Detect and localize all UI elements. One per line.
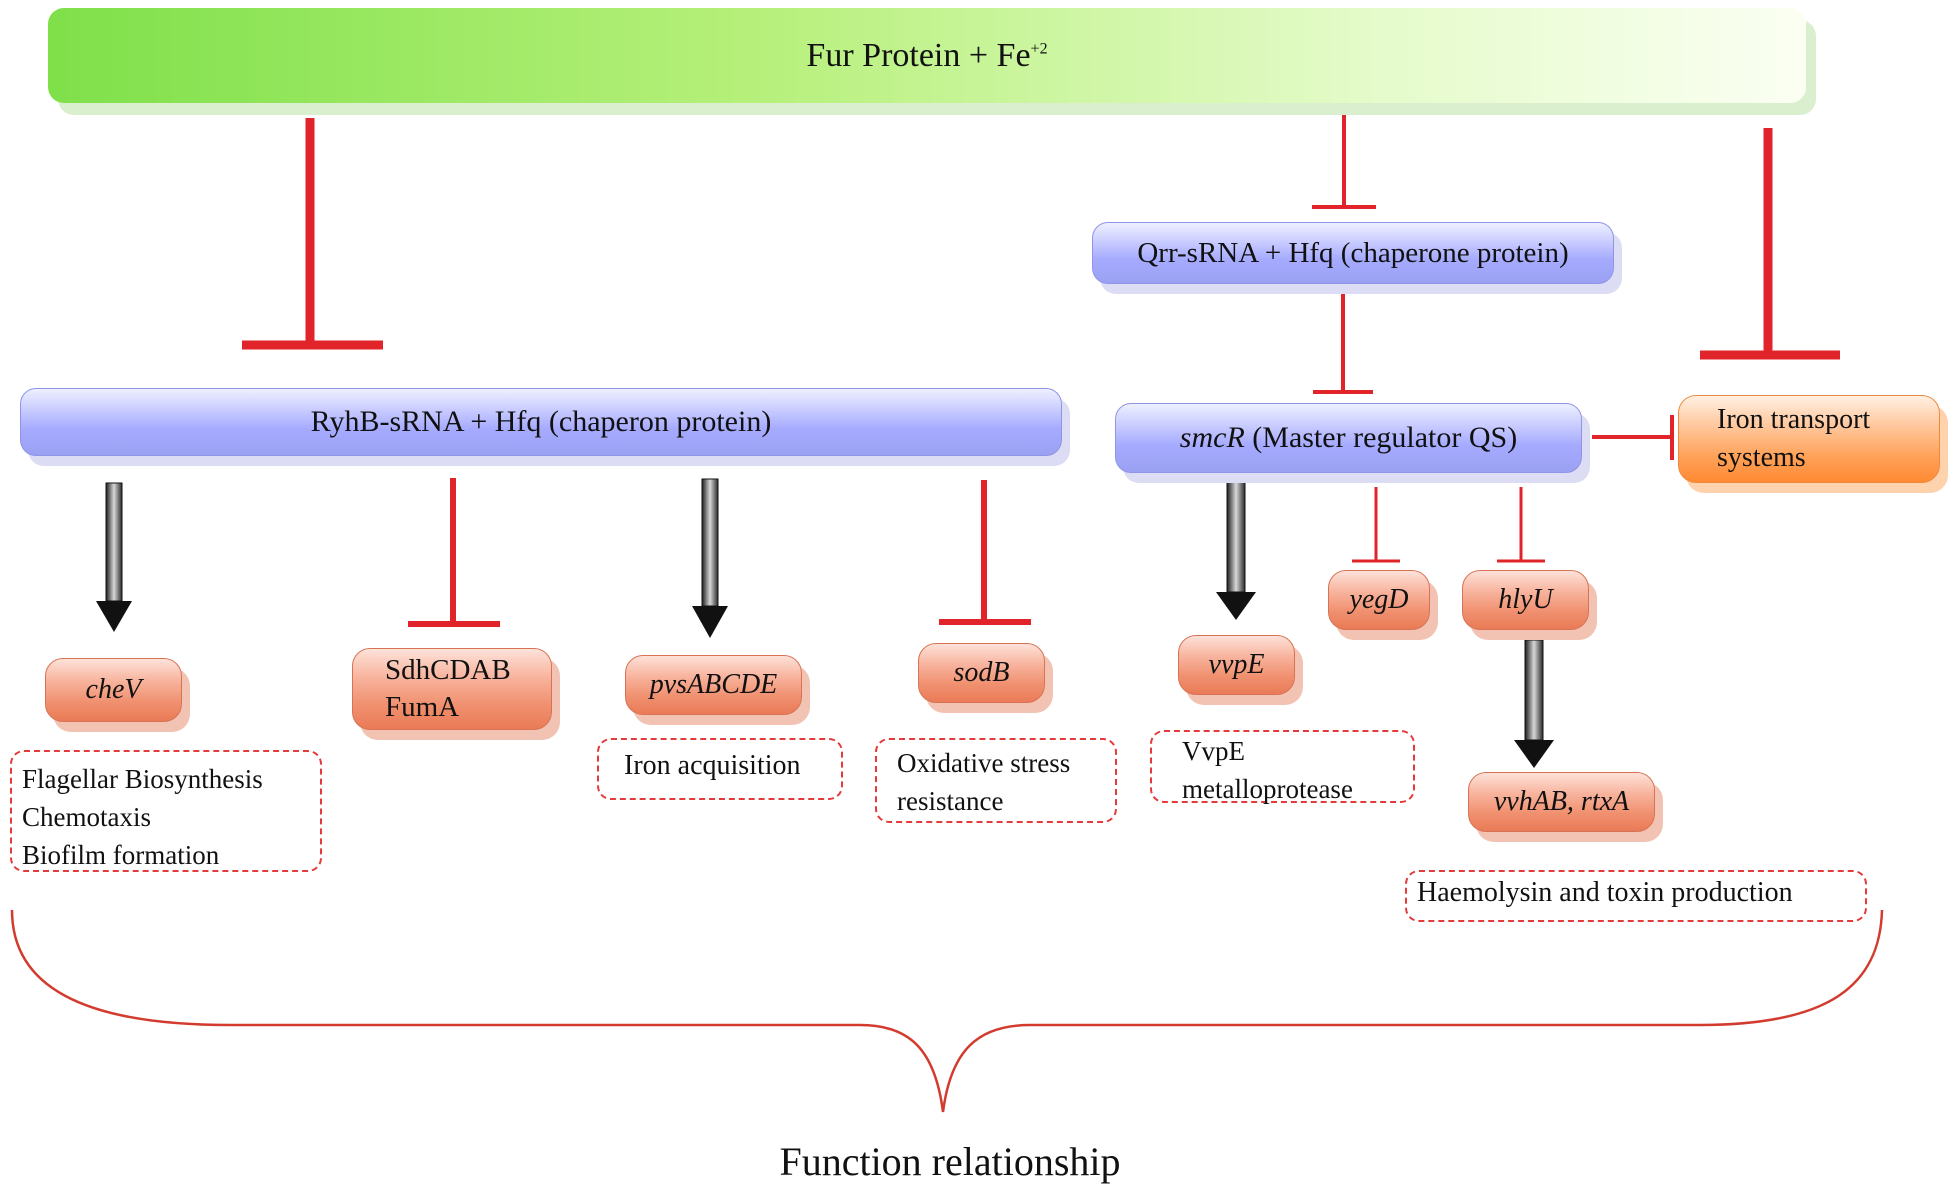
- inhibit-fur-iron-transport: [1700, 128, 1840, 360]
- qrr-srna-label: Qrr-sRNA + Hfq (chaperone protein): [1137, 236, 1569, 269]
- gene-chev: cheV: [45, 658, 182, 722]
- fur-protein-superscript: +2: [1030, 40, 1048, 58]
- function-brace: [10, 909, 1884, 1113]
- gene-sodb: sodB: [918, 643, 1045, 703]
- function-pvsabcde: Iron acquisition: [597, 738, 843, 800]
- gene-yegd: yegD: [1328, 570, 1430, 630]
- inhibit-fur-ryhb: [242, 118, 383, 350]
- gene-sdhcdab-fuma: SdhCDAB FumA: [352, 648, 552, 730]
- function-chev: Flagellar Biosynthesis Chemotaxis Biofil…: [10, 750, 322, 872]
- inhibit-smcr-hlyu: [1497, 487, 1545, 563]
- inhibit-smcr-iron-transport: [1592, 415, 1674, 460]
- function-vvpe-name: VvpE: [1182, 736, 1245, 766]
- function-metalloprotease: metalloprotease: [1182, 774, 1353, 804]
- gene-vvhab-rtxa: vvhAB, rtxA: [1468, 772, 1655, 832]
- function-oxidative-stress: Oxidative stress: [897, 748, 1071, 778]
- smcr-label: (Master regulator QS): [1244, 421, 1518, 454]
- gene-chev-label: cheV: [85, 674, 142, 705]
- iron-transport-line-1: Iron transport: [1717, 404, 1871, 435]
- function-vvpe: VvpE metalloprotease: [1150, 730, 1415, 804]
- function-sodb: Oxidative stress resistance: [875, 738, 1117, 823]
- function-relationship-label: Function relationship: [779, 1139, 1121, 1184]
- gene-vvpe-label: vvpE: [1208, 649, 1265, 680]
- function-chemotaxis: Chemotaxis: [22, 802, 151, 832]
- inhibit-ryhb-sodb: [939, 480, 1031, 625]
- arrow-smcr-vvpe: [1216, 481, 1256, 620]
- qrr-srna-bar: Qrr-sRNA + Hfq (chaperone protein): [1092, 222, 1614, 284]
- gene-vvpe: vvpE: [1178, 635, 1295, 695]
- function-haemolysin-toxin: Haemolysin and toxin production: [1417, 877, 1793, 908]
- smcr-bar: smcR (Master regulator QS): [1115, 403, 1582, 473]
- function-vvhab-rtxa: Haemolysin and toxin production: [1405, 870, 1867, 922]
- arrow-ryhb-chev: [96, 482, 132, 632]
- fur-protein-label: Fur Protein + Fe+2: [806, 37, 1047, 75]
- inhibit-smcr-yegd: [1352, 487, 1400, 563]
- function-iron-acquisition: Iron acquisition: [624, 750, 801, 781]
- function-flagellar-biosynthesis: Flagellar Biosynthesis: [22, 764, 263, 794]
- gene-vvhab-rtxa-label: vvhAB, rtxA: [1493, 786, 1630, 817]
- gene-pvsabcde-label: pvsABCDE: [649, 669, 778, 700]
- ryhb-srna-bar: RyhB-sRNA + Hfq (chaperon protein): [20, 388, 1062, 456]
- inhibit-ryhb-sdh: [408, 478, 500, 627]
- iron-transport-line-2: systems: [1717, 442, 1806, 473]
- fur-protein-text: Fur Protein + Fe: [806, 36, 1031, 74]
- fur-protein-bar: Fur Protein + Fe+2: [48, 8, 1806, 103]
- arrow-hlyu-vvhab: [1514, 639, 1554, 768]
- arrow-ryhb-pvs: [692, 478, 728, 638]
- iron-transport-box: Iron transport systems: [1678, 395, 1940, 483]
- smcr-gene: smcR: [1179, 421, 1245, 454]
- ryhb-srna-label: RyhB-sRNA + Hfq (chaperon protein): [310, 405, 772, 438]
- gene-hlyu-label: hlyU: [1498, 584, 1553, 615]
- function-resistance: resistance: [897, 786, 1004, 816]
- gene-sdhcdab-label: SdhCDAB: [385, 654, 511, 686]
- gene-hlyu: hlyU: [1462, 570, 1589, 630]
- inhibit-qrr-smcr: [1313, 292, 1373, 394]
- gene-sodb-label: sodB: [953, 657, 1010, 688]
- gene-pvsabcde: pvsABCDE: [625, 655, 802, 715]
- gene-fuma-label: FumA: [385, 691, 460, 723]
- function-biofilm-formation: Biofilm formation: [22, 840, 220, 870]
- inhibit-fur-qrr: [1312, 115, 1376, 209]
- gene-yegd-label: yegD: [1349, 584, 1409, 615]
